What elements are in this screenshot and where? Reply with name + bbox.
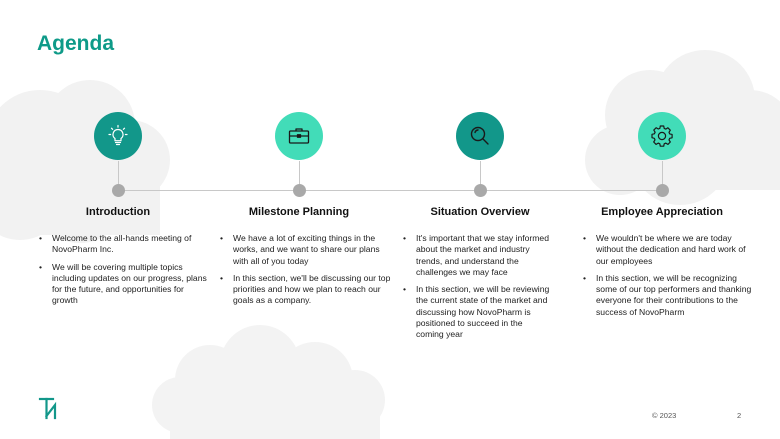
section-1-bullet-1: Welcome to the all-hands meeting of Novo… xyxy=(38,233,208,256)
section-2-icon-circle xyxy=(275,112,323,160)
section-1-icon-circle xyxy=(94,112,142,160)
section-3-bullet-1: It's important that we stay informed abo… xyxy=(402,233,552,278)
section-2-bullets: We have a lot of exciting things in the … xyxy=(219,233,391,313)
section-3-icon-circle xyxy=(456,112,504,160)
section-3-stem xyxy=(480,161,481,185)
slide-title: Agenda xyxy=(37,32,115,55)
lightbulb-icon xyxy=(108,124,128,146)
page-number: 2 xyxy=(737,411,742,420)
section-4-bullets: We wouldn't be where we are today withou… xyxy=(582,233,752,324)
section-1-bullet-2: We will be covering multiple topics incl… xyxy=(38,262,208,307)
section-4-bullet-2: In this section, we will be recognizing … xyxy=(582,273,752,318)
section-1-timeline-dot xyxy=(112,184,125,197)
copyright-text: © 2023 xyxy=(652,411,677,420)
magnifier-icon xyxy=(470,126,489,145)
section-1-title: Introduction xyxy=(85,206,151,218)
section-4-title: Employee Appreciation xyxy=(601,206,723,218)
cloud-left-decoration xyxy=(0,80,170,243)
gear-icon xyxy=(651,125,673,147)
section-3-bullet-2: In this section, we will be reviewing th… xyxy=(402,284,552,340)
section-1-bullets: Welcome to the all-hands meeting of Novo… xyxy=(38,233,208,313)
briefcase-icon xyxy=(288,128,310,144)
section-4-stem xyxy=(662,161,663,185)
section-1-stem xyxy=(118,161,119,185)
section-2-timeline-dot xyxy=(293,184,306,197)
section-3-timeline-dot xyxy=(474,184,487,197)
section-3-bullets: It's important that we stay informed abo… xyxy=(402,233,552,347)
section-2-stem xyxy=(299,161,300,185)
section-2-bullet-2: In this section, we'll be discussing our… xyxy=(219,273,391,307)
section-4-bullet-1: We wouldn't be where we are today withou… xyxy=(582,233,752,267)
company-logo xyxy=(38,397,57,420)
cloud-bottom-decoration xyxy=(152,325,385,439)
section-4-timeline-dot xyxy=(656,184,669,197)
section-3-title: Situation Overview xyxy=(430,206,530,218)
section-2-bullet-1: We have a lot of exciting things in the … xyxy=(219,233,391,267)
timeline-line xyxy=(118,190,663,191)
section-4-icon-circle xyxy=(638,112,686,160)
section-2-title: Milestone Planning xyxy=(248,206,350,218)
